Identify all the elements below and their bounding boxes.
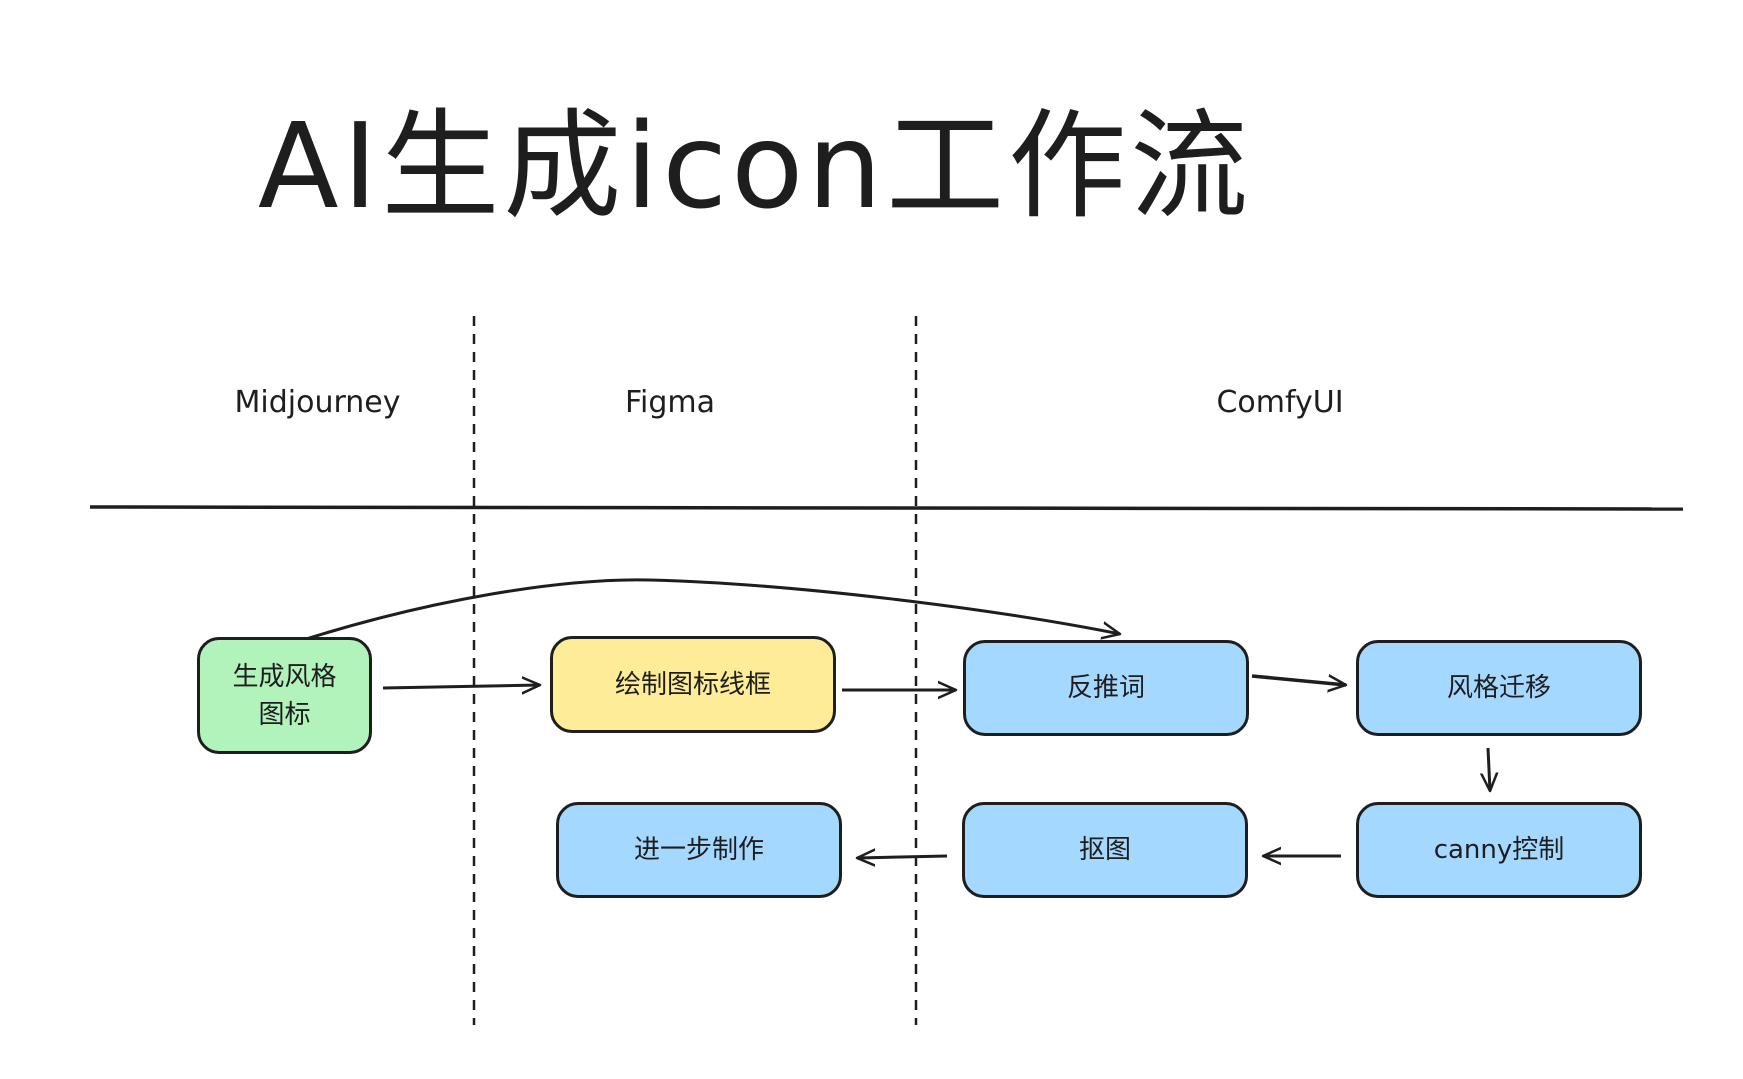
node-canny-control[interactable]: canny控制	[1356, 802, 1642, 898]
arrow-generate-to-wireframe	[382, 685, 540, 688]
node-reverse-prompt[interactable]: 反推词	[963, 640, 1249, 736]
node-matting[interactable]: 抠图	[962, 802, 1248, 898]
node-draw-wireframe[interactable]: 绘制图标线框	[550, 636, 836, 733]
node-style-transfer[interactable]: 风格迁移	[1356, 640, 1642, 736]
arrow-style-to-canny	[1488, 747, 1490, 791]
lane-label-comfyui: ComfyUI	[1216, 385, 1344, 420]
arrow-matting-to-further	[857, 856, 948, 858]
lane-label-midjourney: Midjourney	[234, 385, 401, 420]
arrow-generate-to-reverse	[302, 578, 1120, 642]
lane-label-figma: Figma	[624, 385, 716, 420]
diagram-title: AI生成icon工作流	[257, 97, 1253, 235]
arrow-reverse-to-style	[1251, 676, 1346, 685]
node-generate-style-icon[interactable]: 生成风格图标	[197, 637, 372, 754]
header-separator	[89, 505, 1684, 511]
node-further-production[interactable]: 进一步制作	[556, 802, 842, 898]
